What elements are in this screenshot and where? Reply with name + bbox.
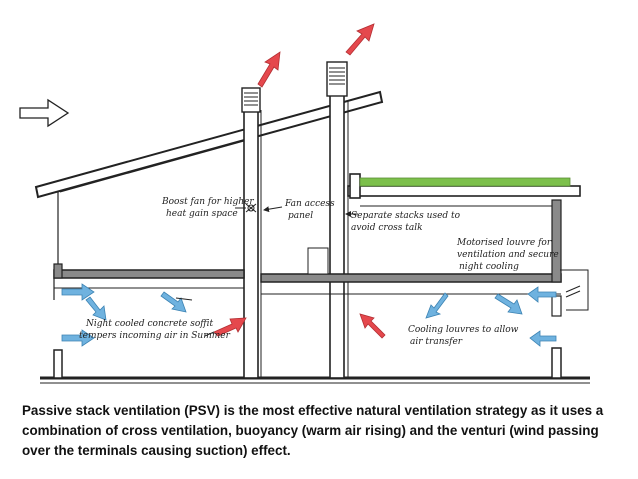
cool-air-arrow-icon	[529, 330, 557, 347]
label-fan-access: Fan access	[284, 199, 335, 209]
left-stack	[241, 87, 262, 379]
boost-fan-icon	[245, 203, 257, 213]
label-separate-stacks: avoid cross talk	[351, 223, 423, 233]
cool-air-arrow-icon	[160, 291, 187, 313]
warm-air-arrow-icon	[359, 313, 386, 339]
leader-line	[204, 331, 215, 337]
label-cooling-louvres: air transfer	[410, 337, 463, 347]
cool-air-arrow-icon	[527, 286, 557, 303]
warm-air-arrow-icon	[257, 51, 281, 88]
warm-air-arrow-icon	[345, 23, 375, 56]
label-boost-fan: heat gain space	[166, 209, 238, 219]
label-motorised-louvre: Motorised louvre for	[456, 238, 552, 248]
sloped-roof	[34, 90, 384, 199]
diagram-caption: Passive stack ventilation (PSV) is the m…	[22, 403, 604, 458]
louvre-leader	[560, 269, 589, 311]
wind-arrow-icon	[19, 98, 70, 128]
ground-line	[40, 376, 590, 384]
cool-air-arrow-icon	[61, 329, 95, 347]
left-wall-base	[53, 349, 63, 379]
label-cooling-louvres: Cooling louvres to allow	[408, 325, 519, 335]
label-motorised-louvre: ventilation and secure	[457, 250, 559, 260]
fan-access-panel	[307, 247, 329, 275]
warm-air-arrow-icon	[213, 317, 247, 337]
label-separate-stacks: Separate stacks used to	[351, 211, 461, 221]
label-night-cooled: Night cooled concrete soffit	[85, 319, 214, 329]
floor-slab-left	[53, 263, 245, 300]
right-wall-base	[551, 347, 562, 379]
floor-slab-right	[260, 199, 562, 317]
label-fan-access: panel	[288, 211, 313, 221]
leader-line	[175, 297, 193, 301]
louvre-icon	[565, 285, 581, 298]
label-night-cooled: tempers incoming air in Summer	[79, 331, 231, 341]
flat-green-roof	[347, 173, 581, 207]
cool-air-arrow-icon	[61, 283, 95, 301]
cool-air-arrow-icon	[85, 296, 107, 321]
label-boost-fan: Boost fan for higher	[161, 197, 254, 207]
cool-air-arrow-icon	[494, 293, 523, 315]
label-motorised-louvre: night cooling	[459, 262, 519, 272]
leader-line	[263, 206, 283, 213]
building-section-diagram: Boost fan for higher heat gain space Fan…	[19, 23, 590, 384]
right-stack	[326, 61, 349, 379]
cool-air-arrow-icon	[425, 292, 449, 319]
